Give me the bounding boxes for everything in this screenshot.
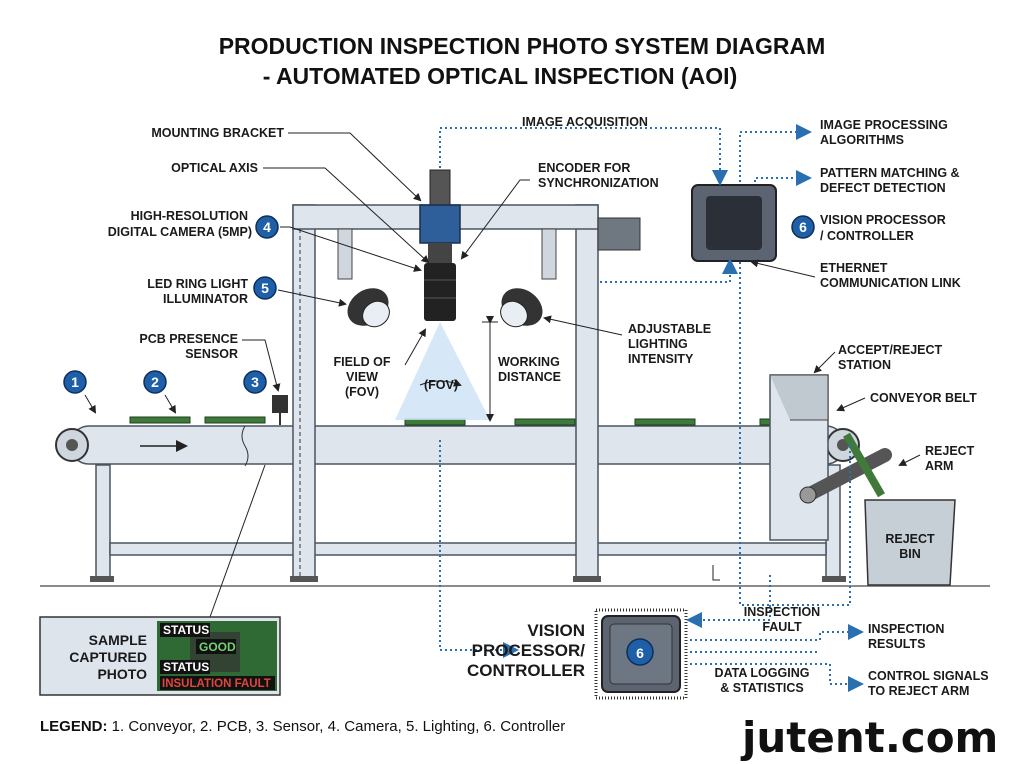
svg-text:PHOTO: PHOTO [97, 666, 147, 682]
svg-text:STATUS: STATUS [163, 660, 209, 674]
svg-text:ILLUMINATOR: ILLUMINATOR [163, 292, 248, 306]
svg-text:PCB PRESENCE: PCB PRESENCE [139, 332, 238, 346]
led-ring-lights [337, 228, 557, 328]
svg-text:IMAGE ACQUISITION: IMAGE ACQUISITION [522, 115, 648, 129]
fov-inner-label: (FOV) [424, 378, 458, 392]
svg-text:OPTICAL AXIS: OPTICAL AXIS [171, 161, 258, 175]
svg-text:PATTERN MATCHING &: PATTERN MATCHING & [820, 166, 960, 180]
svg-text:CONTROLLER: CONTROLLER [467, 661, 585, 680]
legend: LEGEND: 1. Conveyor, 2. PCB, 3. Sensor, … [40, 718, 565, 735]
svg-text:CONTROL SIGNALS: CONTROL SIGNALS [868, 669, 989, 683]
camera [419, 169, 461, 321]
svg-text:(FOV): (FOV) [345, 385, 379, 399]
svg-text:FIELD OF: FIELD OF [334, 355, 391, 369]
svg-text:3: 3 [251, 374, 259, 390]
svg-text:VISION PROCESSOR: VISION PROCESSOR [820, 213, 946, 227]
svg-text:2: 2 [151, 374, 159, 390]
svg-text:HIGH-RESOLUTION: HIGH-RESOLUTION [131, 209, 248, 223]
svg-text:GOOD: GOOD [199, 640, 236, 654]
svg-text:LIGHTING: LIGHTING [628, 337, 688, 351]
svg-text:ARM: ARM [925, 459, 953, 473]
svg-text:/ CONTROLLER: / CONTROLLER [820, 229, 914, 243]
gantry [290, 204, 641, 582]
reject-arm [799, 432, 892, 504]
svg-text:REJECT: REJECT [885, 532, 935, 546]
svg-text:ENCODER FOR: ENCODER FOR [538, 161, 630, 175]
svg-text:INSPECTION: INSPECTION [868, 622, 944, 636]
svg-text:ADJUSTABLE: ADJUSTABLE [628, 322, 711, 336]
svg-text:TO REJECT ARM: TO REJECT ARM [868, 684, 969, 698]
leader-lines [84, 132, 921, 618]
svg-text:ALGORITHMS: ALGORITHMS [820, 133, 904, 147]
svg-text:SAMPLE: SAMPLE [89, 632, 147, 648]
svg-text:REJECT: REJECT [925, 444, 975, 458]
svg-text:STATION: STATION [838, 358, 891, 372]
conveyor [55, 425, 860, 582]
svg-text:4: 4 [263, 219, 271, 235]
svg-text:SYNCHRONIZATION: SYNCHRONIZATION [538, 176, 659, 190]
watermark: jutent.com [740, 713, 998, 762]
svg-text:1: 1 [71, 374, 79, 390]
svg-text:DIGITAL CAMERA (5MP): DIGITAL CAMERA (5MP) [108, 225, 252, 239]
field-of-view-cone [395, 322, 490, 420]
svg-text:DISTANCE: DISTANCE [498, 370, 561, 384]
svg-text:ACCEPT/REJECT: ACCEPT/REJECT [838, 343, 943, 357]
svg-text:INSULATION FAULT: INSULATION FAULT [162, 678, 271, 690]
svg-text:6: 6 [799, 219, 807, 235]
svg-text:6: 6 [636, 645, 644, 661]
svg-text:FAULT: FAULT [762, 620, 802, 634]
svg-text:STATUS: STATUS [163, 623, 209, 637]
title-line2: - AUTOMATED OPTICAL INSPECTION (AOI) [263, 63, 737, 89]
svg-text:WORKING: WORKING [498, 355, 560, 369]
svg-text:5: 5 [261, 280, 269, 296]
svg-text:INTENSITY: INTENSITY [628, 352, 694, 366]
svg-text:SENSOR: SENSOR [185, 347, 238, 361]
svg-text:& STATISTICS: & STATISTICS [720, 681, 804, 695]
svg-text:VIEW: VIEW [346, 370, 378, 384]
svg-text:COMMUNICATION LINK: COMMUNICATION LINK [820, 276, 961, 290]
svg-text:RESULTS: RESULTS [868, 637, 925, 651]
svg-text:DATA LOGGING: DATA LOGGING [715, 666, 810, 680]
svg-text:ETHERNET: ETHERNET [820, 261, 888, 275]
svg-text:CONVEYOR BELT: CONVEYOR BELT [870, 391, 977, 405]
pcb-presence-sensor [272, 395, 288, 413]
svg-text:CAPTURED: CAPTURED [69, 649, 147, 665]
svg-text:DEFECT DETECTION: DEFECT DETECTION [820, 181, 946, 195]
labels: MOUNTING BRACKET OPTICAL AXIS HIGH-RESOL… [108, 115, 989, 698]
svg-text:VISION: VISION [527, 621, 585, 640]
svg-text:LED RING LIGHT: LED RING LIGHT [147, 277, 248, 291]
title-line1: PRODUCTION INSPECTION PHOTO SYSTEM DIAGR… [219, 33, 826, 59]
accept-reject-station [769, 374, 829, 541]
svg-text:PROCESSOR/: PROCESSOR/ [472, 641, 586, 660]
svg-text:MOUNTING BRACKET: MOUNTING BRACKET [151, 126, 284, 140]
svg-text:IMAGE PROCESSING: IMAGE PROCESSING [820, 118, 948, 132]
svg-text:INSPECTION: INSPECTION [744, 605, 820, 619]
sample-captured-photo: SAMPLE CAPTURED PHOTO STATUS GOOD STATUS… [39, 616, 281, 696]
vision-processor-top [691, 184, 777, 262]
number-badges: 1 2 3 4 5 6 6 [63, 215, 815, 666]
svg-text:BIN: BIN [899, 547, 921, 561]
reject-bin: REJECT BIN [864, 499, 956, 586]
signal-lines [439, 124, 864, 692]
